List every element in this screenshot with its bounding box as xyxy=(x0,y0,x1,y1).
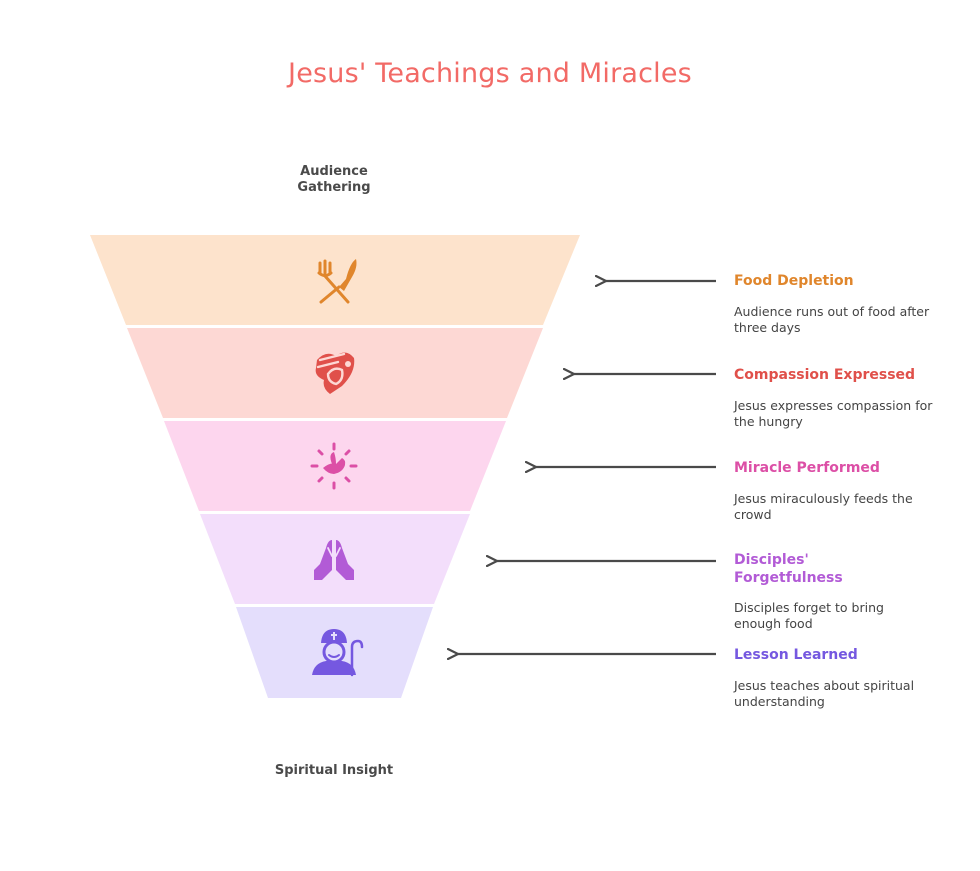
funnel-top-label: Audience Gathering xyxy=(297,164,371,195)
stage-3-title: Miracle Performed xyxy=(734,460,880,476)
stage-4-title: Disciples' Forgetfulness xyxy=(734,552,843,586)
compassion-icon xyxy=(315,352,355,394)
diagram-title: Jesus' Teachings and Miracles xyxy=(288,58,692,89)
dove-icon xyxy=(310,442,358,490)
funnel-stage-5 xyxy=(236,607,433,698)
stage-5-title: Lesson Learned xyxy=(734,647,858,663)
funnel-stage-1 xyxy=(90,235,580,325)
funnel-bottom-label: Spiritual Insight xyxy=(274,763,394,778)
praying-hands-icon xyxy=(314,540,354,580)
stage-2-title: Compassion Expressed xyxy=(734,367,916,383)
stage-2-description: Jesus expresses compassion for the hungr… xyxy=(734,398,933,429)
stage-1-description: Audience runs out of food after three da… xyxy=(734,304,930,335)
stage-1-title: Food Depletion xyxy=(734,273,854,289)
stage-3-description: Jesus miraculously feeds the crowd xyxy=(734,491,913,522)
fork-knife-icon xyxy=(317,259,357,304)
stage-4-description: Disciples forget to bring enough food xyxy=(734,600,884,631)
funnel-stage-4 xyxy=(200,514,470,604)
stage-5-description: Jesus teaches about spiritual understand… xyxy=(734,678,915,709)
priest-icon xyxy=(312,629,364,677)
